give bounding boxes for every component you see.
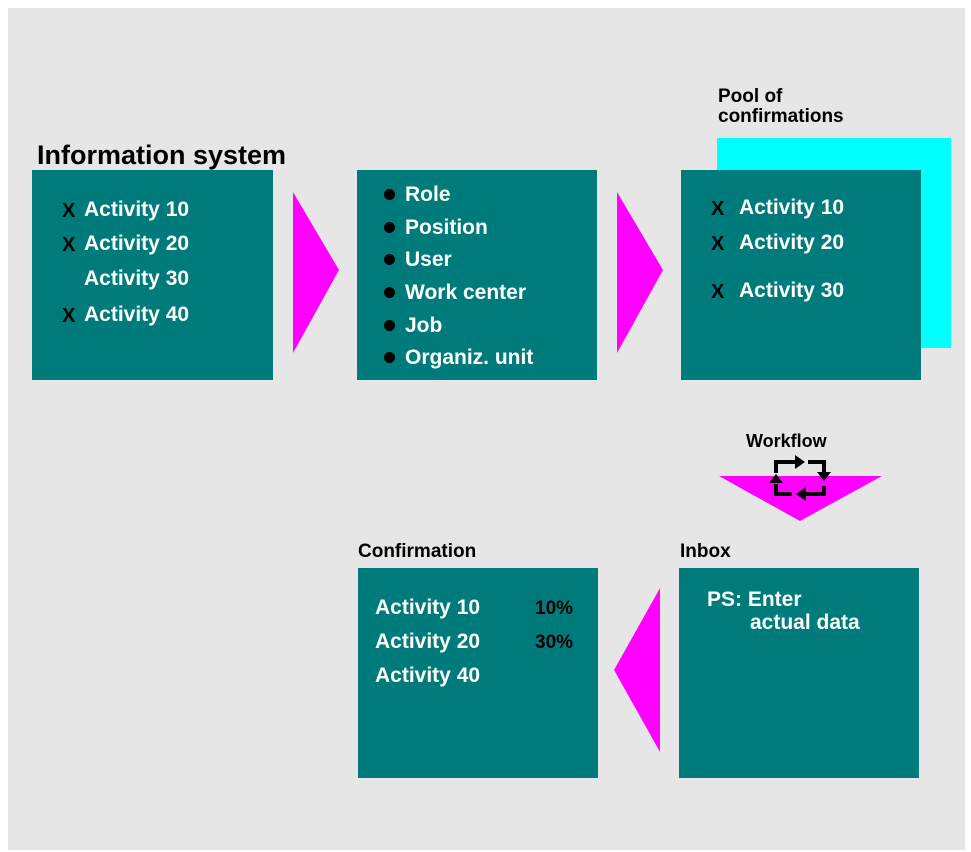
pool-title-line1: Pool of [718,86,783,107]
check-mark-x: X [62,234,76,256]
activity-label: Activity 20 [84,232,190,255]
workflow-label: Workflow [746,431,827,451]
check-mark-x: X [711,198,725,220]
agent-item: Organiz. unit [405,346,534,369]
activity-label: Activity 10 [739,196,845,219]
check-mark-x: X [62,305,76,327]
inbox-box [679,568,919,778]
activity-label: Activity 40 [84,303,190,326]
bullet-icon [384,352,395,363]
activity-label: Activity 10 [84,198,190,221]
activity-label: Activity 20 [375,630,481,653]
pool-title-line2: confirmations [718,106,844,127]
bullet-icon [384,189,395,200]
agent-item: Job [405,314,443,337]
arrow-right-2 [617,192,663,353]
arrow-down-workflow [719,476,882,521]
activity-label: Activity 40 [375,664,481,687]
agent-item: Work center [405,281,526,304]
confirmation-box [358,568,598,778]
bullet-icon [384,320,395,331]
activity-label: Activity 30 [739,279,845,302]
info-system-box [32,170,273,380]
percent-value: 10% [535,598,574,619]
activity-label: Activity 20 [739,231,845,254]
percent-value: 30% [535,632,574,653]
inbox-title: Inbox [680,541,731,562]
pool-box [681,170,921,380]
confirmation-title: Confirmation [358,541,477,562]
agent-item: Position [405,216,488,239]
activity-label: Activity 30 [84,267,190,290]
inbox-message-line1: PS: Enter [707,588,802,611]
activity-label: Activity 10 [375,596,481,619]
inbox-message-line2: actual data [750,611,860,634]
workflow-cycle-icon [774,460,826,496]
check-mark-x: X [711,281,725,303]
agent-item: Role [405,183,451,206]
arrow-left-1 [614,588,660,752]
agent-item: User [405,248,452,271]
agents-box [357,170,597,380]
bullet-icon [384,222,395,233]
info-system-title: Information system [37,140,287,170]
check-mark-x: X [711,233,725,255]
bullet-icon [384,287,395,298]
arrow-right-1 [293,192,339,353]
bullet-icon [384,254,395,265]
check-mark-x: X [62,200,76,222]
